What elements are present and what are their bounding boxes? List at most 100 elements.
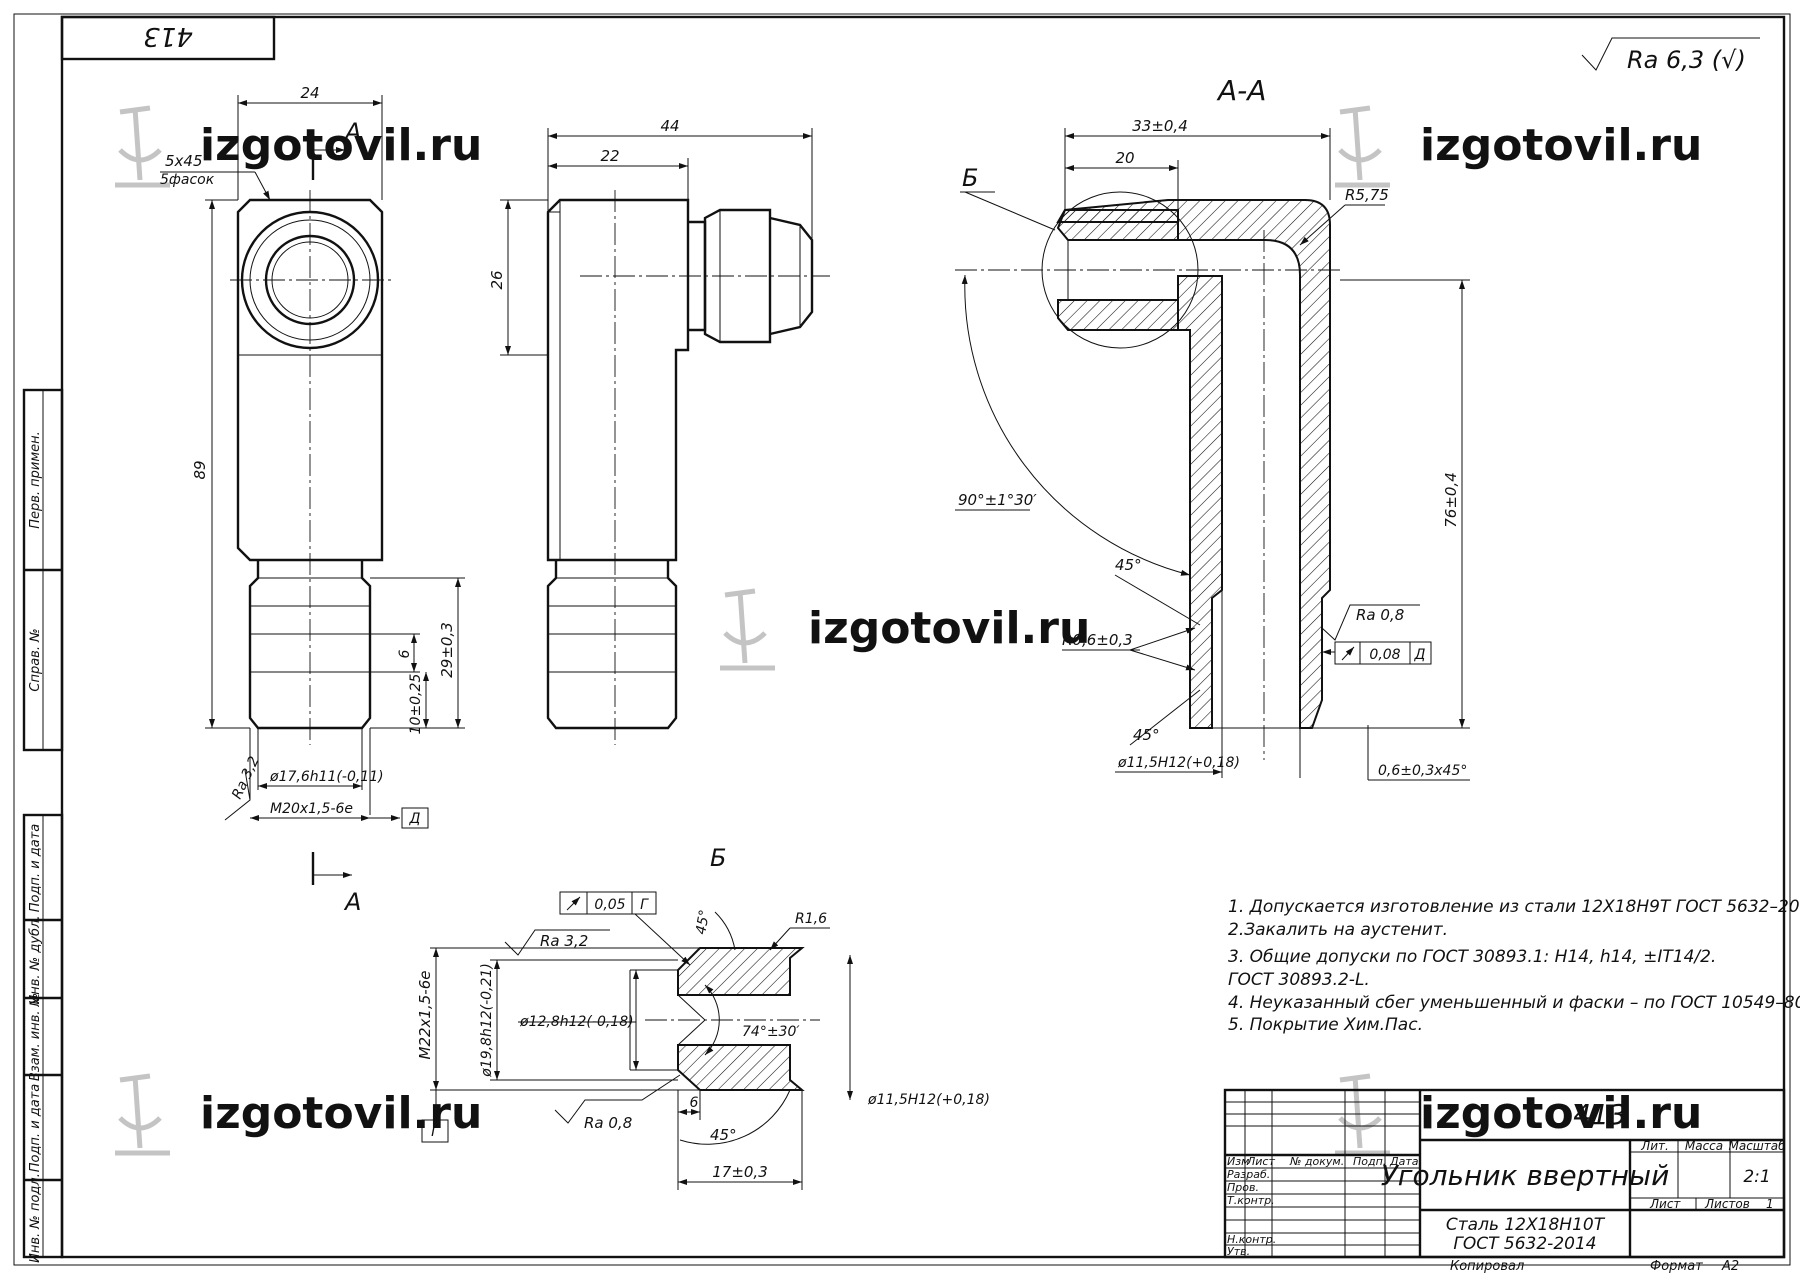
dim-front-body: 22 (600, 147, 619, 165)
detail-dia-outer: ø19,8h12(-0,21) (479, 963, 495, 1078)
dim-bore-depth: 20 (1115, 149, 1134, 167)
chamfer-end: 0,6±0,3x45° (1378, 763, 1467, 779)
watermark-group: izgotovil.ru izgotovil.ru izgotovil.ru i… (115, 105, 1702, 1156)
dim-width-24: 24 (300, 84, 319, 102)
note-5: 5. Покрытие Хим.Пас. (1228, 1015, 1423, 1035)
detail-roughness-bottom: Ra 0,8 (584, 1114, 632, 1132)
svg-text:izgotovil.ru: izgotovil.ru (200, 1088, 482, 1139)
svg-text:Ra 6,3 (√): Ra 6,3 (√) (1627, 46, 1746, 74)
tb-col-date: Дата (1389, 1155, 1419, 1168)
tb-role-5: Н.контр. (1227, 1233, 1276, 1246)
detail-dim-6: 6 (690, 1095, 699, 1111)
note-3: 3. Общие допуски по ГОСТ 30893.1: H14, h… (1228, 947, 1716, 967)
detail-angle-top: 45° (693, 908, 713, 935)
tb-col-doc: № докум. (1289, 1155, 1344, 1168)
front-view: 44 22 26 (488, 117, 830, 745)
watermark-logo-icon: izgotovil.ru (115, 1073, 482, 1156)
dim-height-89: 89 (191, 460, 209, 479)
note-3b: ГОСТ 30893.2-L. (1228, 970, 1370, 990)
angle-90: 90°±1°30′ (958, 491, 1037, 509)
tb-role-1: Разраб. (1227, 1168, 1270, 1181)
tb-mass: Масса (1685, 1139, 1723, 1153)
corner-stamp: 413 (60, 15, 276, 61)
angle-45-top: 45° (1115, 556, 1142, 574)
note-1: 1. Допускается изготовление из стали 12X… (1228, 897, 1800, 917)
strip-label-4: Инв. № дубл. (28, 916, 43, 1005)
radius-section: R5,75 (1345, 186, 1389, 204)
dia-neck: ø17,6h11(-0,11) (269, 769, 384, 785)
radius-fillet: R0,6±0,3 (1062, 631, 1133, 649)
detail-thread: M22x1,5-6e (416, 971, 434, 1060)
tb-sheets-count: 1 (1766, 1197, 1774, 1211)
corner-stamp-text: 413 (143, 21, 193, 51)
runout-section-value: 0,08 (1369, 647, 1400, 663)
detail-radius: R1,6 (795, 911, 827, 927)
tb-sheets: Листов (1704, 1197, 1750, 1211)
section-title: А-А (1216, 74, 1266, 107)
watermark-logo-icon: izgotovil.ru (720, 588, 1090, 671)
runout-section-datum: Д (1414, 647, 1426, 663)
title-block: Изм Лист № докум. Подп. Дата Разраб. Про… (1223, 1088, 1786, 1259)
dim-groove: 6 (397, 649, 413, 658)
section-mark-a-bottom: А (343, 888, 361, 916)
chamfer-count-label: 5фасок (160, 172, 215, 188)
tb-col-izm: Изм (1227, 1155, 1249, 1168)
tb-material-1: Сталь 12X18H10T (1446, 1215, 1606, 1235)
runout-detail-value: 0,05 (594, 897, 625, 913)
tb-scale-label: Масштаб (1728, 1139, 1786, 1153)
watermark-logo-icon: izgotovil.ru (115, 105, 482, 188)
detail-dia-inner: ø12,8h12(-0,18) (519, 1014, 634, 1030)
detail-title: Б (710, 844, 726, 872)
roughness-section: Ra 0,8 (1356, 606, 1404, 624)
tb-lit: Лит. (1640, 1139, 1669, 1153)
thread-m20: M20x1,5-6e (270, 801, 353, 817)
tb-role-6: Утв. (1227, 1245, 1250, 1258)
tb-part-name: Угольник ввертный (1381, 1159, 1670, 1192)
section-view: А-А Б 33±0,4 20 (955, 74, 1470, 781)
angle-45-bottom: 45° (1133, 726, 1160, 744)
watermark-logo-icon: izgotovil.ru (1335, 105, 1702, 188)
note-4: 4. Неуказанный сбег уменьшенный и фаски … (1228, 993, 1800, 1013)
tb-format-label: Формат (1650, 1259, 1703, 1273)
dim-front-head: 26 (488, 270, 506, 289)
detail-view: Б 0,05 Г 45° R1,6 Ra 3,2 M22x1,5-6e ø (416, 844, 990, 1190)
dim-thread-length: 29±0,3 (438, 622, 456, 678)
detail-roughness-top: Ra 3,2 (540, 932, 588, 950)
dim-section-total: 33±0,4 (1132, 117, 1188, 135)
dim-front-total: 44 (660, 117, 679, 135)
left-view: 24 А 5x45° 5фасок 89 29±0,3 6 10±0,25 ø1… (160, 84, 465, 916)
tb-col-list: Лист (1246, 1155, 1275, 1168)
tb-role-3: Т.контр. (1227, 1194, 1275, 1207)
strip-label-7: Инв. № подл. (28, 1173, 43, 1263)
datum-d-left: Д (409, 811, 421, 827)
strip-label-5: Взам. инв. № (28, 993, 43, 1081)
strip-label-1: Перв. примен. (28, 431, 43, 529)
bore-dia-section: ø11,5H12(+0,18) (1117, 755, 1240, 771)
title-block-footer: Копировал Формат A2 (1450, 1259, 1739, 1273)
detail-cone-angle: 74°±30′ (742, 1024, 800, 1040)
strip-label-2: Справ. № (28, 628, 43, 691)
outer-frame (13, 13, 1791, 1266)
tb-copied: Копировал (1450, 1259, 1524, 1273)
svg-text:izgotovil.ru: izgotovil.ru (808, 603, 1090, 654)
dim-collar: 10±0,25 (408, 674, 424, 735)
tb-designation: 413 (1573, 1098, 1626, 1131)
svg-text:izgotovil.ru: izgotovil.ru (1420, 120, 1702, 171)
tb-sheet: Лист (1649, 1197, 1681, 1211)
watermark-logo-icon: izgotovil.ru (1335, 1073, 1702, 1156)
note-2: 2.Закалить на аустенит. (1228, 920, 1448, 940)
svg-text:izgotovil.ru: izgotovil.ru (200, 120, 482, 171)
runout-detail-datum: Г (640, 897, 649, 913)
svg-text:izgotovil.ru: izgotovil.ru (1420, 1088, 1702, 1139)
tb-material-2: ГОСТ 5632-2014 (1453, 1234, 1596, 1254)
detail-dim-total: 17±0,3 (712, 1163, 768, 1181)
detail-bore: ø11,5H12(+0,18) (867, 1092, 990, 1108)
section-mark-a-top: А (343, 118, 361, 146)
tb-format: A2 (1721, 1259, 1739, 1273)
technical-notes: 1. Допускается изготовление из стали 12X… (1228, 897, 1800, 1035)
detail-callout: Б (962, 164, 978, 192)
tb-role-2: Пров. (1227, 1181, 1259, 1194)
left-margin-strip: Перв. примен. Справ. № Подп. и дата Инв.… (22, 388, 64, 1263)
chamfer-label: 5x45° (165, 152, 210, 170)
